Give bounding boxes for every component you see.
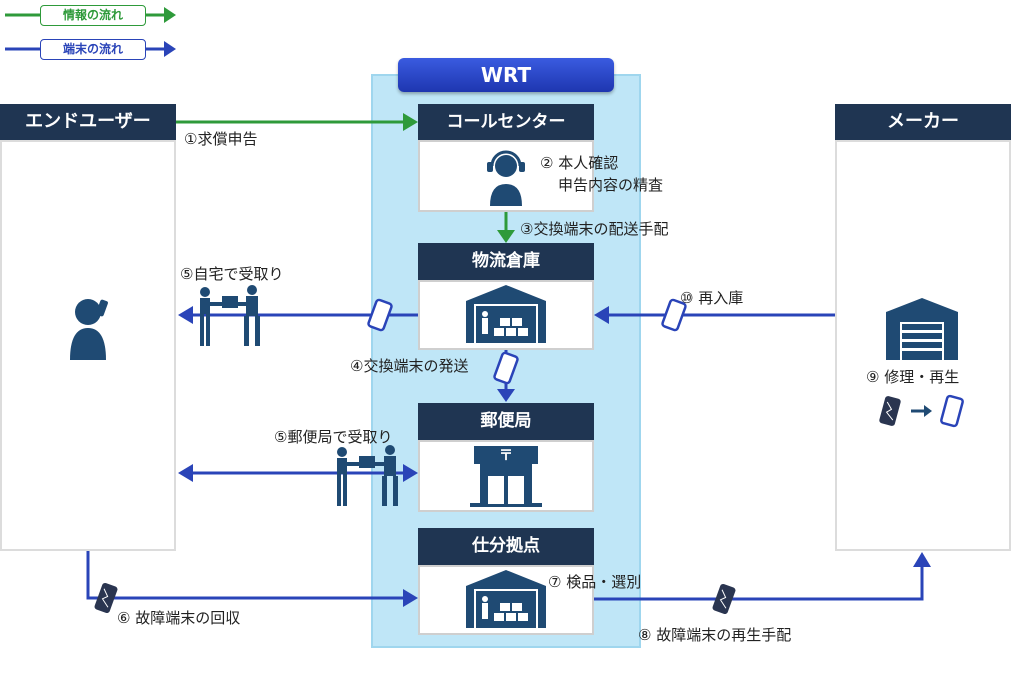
arrow-refurbish-arrange bbox=[594, 552, 931, 601]
smartphone-icon-home bbox=[367, 298, 393, 332]
factory-icon bbox=[886, 298, 958, 360]
smartphone-icon-ship bbox=[493, 351, 519, 385]
call-center-header: コールセンター bbox=[418, 104, 594, 140]
warehouse-header: 物流倉庫 bbox=[418, 243, 594, 280]
wrt-title: WRT bbox=[398, 58, 614, 92]
maker-header: メーカー bbox=[835, 104, 1011, 140]
step-2-label-line2: 申告内容の精査 bbox=[558, 176, 664, 194]
step-5-post-label: ⑤郵便局で受取り bbox=[274, 428, 393, 446]
step-10-label: ⑩ 再入庫 bbox=[680, 289, 744, 307]
step-9-label: ⑨ 修理・再生 bbox=[866, 368, 960, 386]
arrow-claim bbox=[176, 113, 418, 131]
maker-column bbox=[835, 140, 1011, 551]
step-1-label: ①求償申告 bbox=[184, 130, 258, 148]
operator-icon bbox=[487, 150, 525, 206]
step-2-label-line1: ② 本人確認 bbox=[540, 154, 619, 172]
step-8-label: ⑧ 故障端末の再生手配 bbox=[638, 626, 792, 644]
user-phone-icon bbox=[70, 299, 108, 360]
warehouse-icon bbox=[466, 285, 546, 343]
step-5-home-label: ⑤自宅で受取り bbox=[180, 265, 284, 283]
step-3-label: ③交換端末の配送手配 bbox=[520, 220, 669, 238]
smartphone-icon-repaired bbox=[940, 394, 964, 428]
step-4-label: ④交換端末の発送 bbox=[350, 357, 469, 375]
step-6-label: ⑥ 故障端末の回収 bbox=[117, 609, 241, 627]
arrow-collect-broken bbox=[86, 551, 418, 607]
smartphone-icon-restock bbox=[661, 298, 687, 332]
legend-info-flow: 情報の流れ bbox=[40, 5, 146, 26]
legend-device-flow: 端末の流れ bbox=[40, 39, 146, 60]
sorting-base-header: 仕分拠点 bbox=[418, 528, 594, 565]
post-symbol: 〒 bbox=[499, 448, 513, 464]
arrow-restock bbox=[594, 306, 835, 324]
step-7-label: ⑦ 検品・選別 bbox=[548, 573, 642, 591]
post-office-header: 郵便局 bbox=[418, 403, 594, 440]
broken-phone-icon-collect bbox=[94, 582, 118, 614]
broken-phone-icon-maker bbox=[879, 396, 901, 426]
arrow-dispatch bbox=[497, 212, 515, 243]
end-user-header: エンドユーザー bbox=[0, 104, 176, 140]
delivery-person-icon bbox=[200, 285, 260, 346]
arrow-post-pickup bbox=[178, 464, 418, 482]
repair-arrow-icon bbox=[911, 405, 932, 417]
delivery-person-post-icon bbox=[337, 445, 398, 506]
broken-phone-icon-refurbish bbox=[712, 583, 736, 615]
sorting-warehouse-icon bbox=[466, 570, 546, 628]
post-office-icon bbox=[470, 446, 542, 507]
